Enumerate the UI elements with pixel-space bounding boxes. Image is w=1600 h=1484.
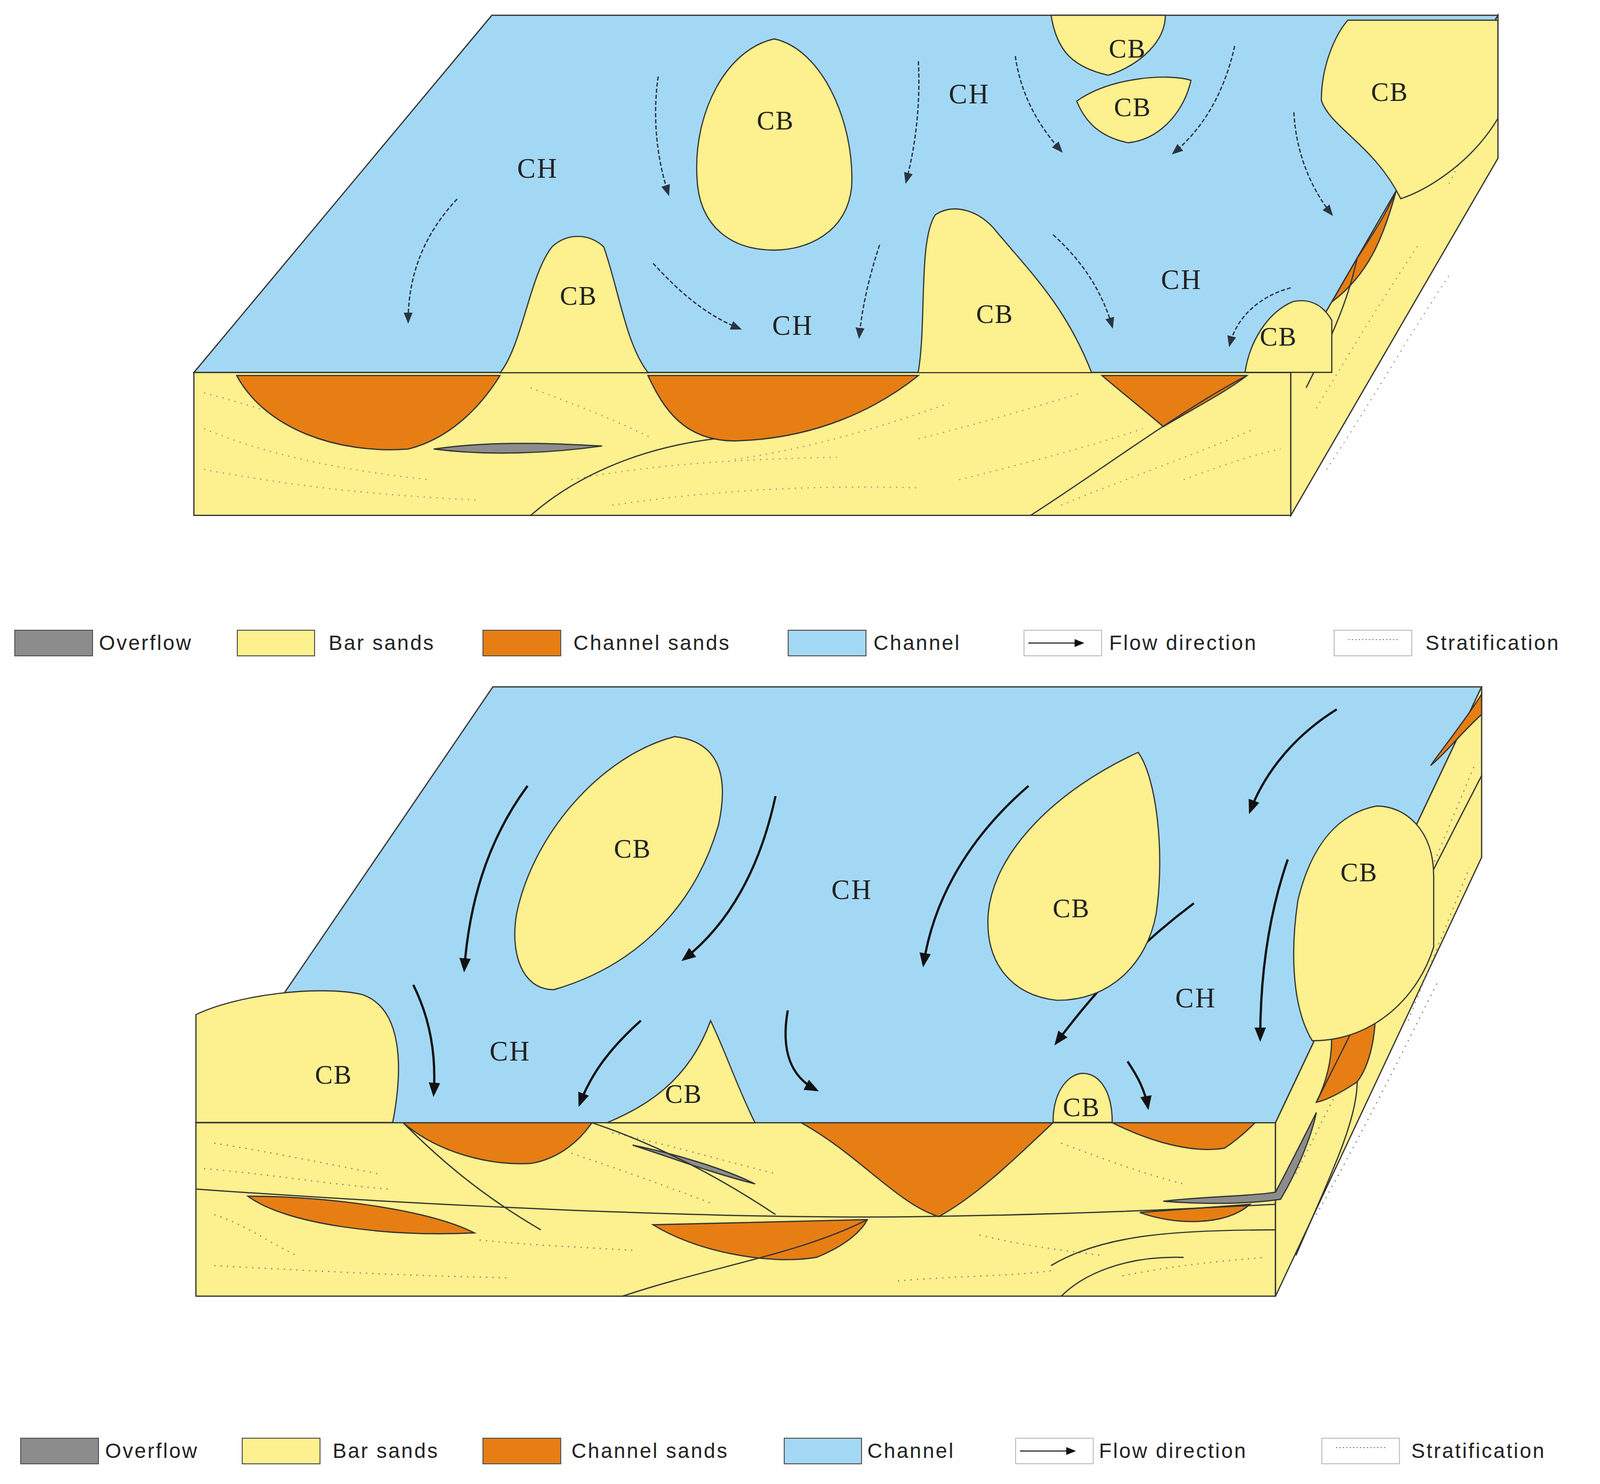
flow-arrow-sample: [1015, 1437, 1094, 1465]
legend-text: Bar sands: [328, 632, 435, 654]
bar-shape: [918, 206, 1092, 373]
channel-bar: CB: [1245, 297, 1332, 373]
channel-label: CH: [831, 875, 873, 904]
legend-text: Stratification: [1411, 1440, 1546, 1462]
channel-bar: CB: [1051, 15, 1166, 77]
bar-label: CB: [559, 282, 598, 310]
bar-label: CB: [1371, 78, 1409, 106]
legend-swatch: [14, 629, 94, 657]
channel-label: CH: [516, 154, 559, 183]
legend-text: Bar sands: [332, 1440, 440, 1462]
bar-shape: [1290, 805, 1434, 1041]
channel-label: CH: [772, 311, 814, 340]
channel-label: CH: [1160, 265, 1203, 294]
legend-text: Overflow: [104, 1440, 199, 1462]
bar-label: CB: [665, 1080, 703, 1108]
bar-label: CB: [1340, 859, 1378, 886]
legend-swatch: [236, 629, 316, 657]
channel-bar: CB: [918, 206, 1092, 373]
channel-bar: CB: [1053, 1073, 1113, 1122]
legend-text: Flow direction: [1098, 1440, 1248, 1462]
channel-bar: CB: [984, 752, 1166, 1001]
flow-arrow-sample: [1023, 629, 1103, 657]
legend-swatch: [482, 1437, 562, 1465]
channel-label: CH: [1175, 984, 1217, 1012]
bar-shape: [195, 987, 404, 1123]
legend-swatch: [787, 629, 867, 657]
bar-label: CB: [1052, 895, 1090, 922]
bar-shape: [510, 736, 730, 990]
legend-swatch: [20, 1437, 99, 1465]
channel-bar: CB: [510, 736, 730, 990]
channel-label: CH: [489, 1037, 531, 1065]
bar-shape: [693, 38, 855, 251]
channel-bar: CB: [195, 987, 404, 1123]
legend-swatch: [783, 1437, 863, 1465]
bar-shape: [1321, 20, 1499, 199]
stratification-sample: [1333, 629, 1413, 657]
channel-bar: CB: [1076, 73, 1191, 143]
bar-label: CB: [976, 300, 1014, 328]
bar-label: CB: [315, 1061, 353, 1088]
channel-bar: CB: [1290, 805, 1434, 1041]
stratification-sample: [1321, 1437, 1401, 1465]
channel-label: CH: [948, 80, 991, 108]
channel-bar: CB: [607, 1020, 756, 1123]
legend-text: Channel sands: [573, 632, 731, 654]
legend-text: Stratification: [1425, 632, 1561, 654]
bar-shape: [984, 752, 1166, 1001]
legend-text: Channel: [873, 632, 961, 654]
bar-shape: [1051, 15, 1166, 77]
legend-swatch: [482, 629, 562, 657]
legend-swatch: [241, 1437, 321, 1465]
legend-text: Channel sands: [571, 1440, 729, 1462]
legend-text: Channel: [867, 1440, 955, 1462]
bar-label: CB: [1062, 1093, 1101, 1121]
channel-bar: CB: [1321, 20, 1499, 199]
channel-bar: CB: [500, 232, 649, 373]
bar-label: CB: [613, 835, 652, 863]
legend-text: Overflow: [98, 632, 193, 654]
bar-label: CB: [1259, 323, 1298, 351]
bar-label: CB: [756, 107, 795, 134]
channel-bar: CB: [693, 38, 855, 251]
bar-label: CB: [1108, 35, 1147, 63]
bar-label: CB: [1114, 94, 1152, 121]
legend-text: Flow direction: [1109, 632, 1258, 654]
